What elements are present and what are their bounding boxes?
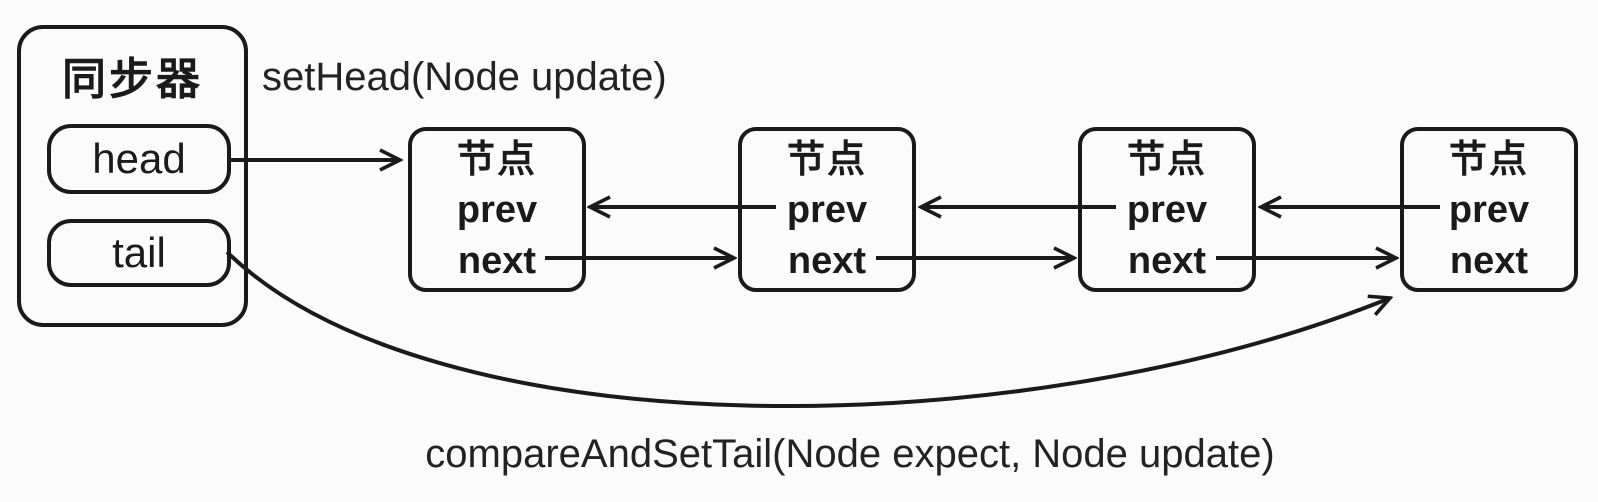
node-4-prev-field: prev (1448, 189, 1530, 231)
tail-pointer-label: tail (112, 229, 166, 276)
node-2-title: 节点 (786, 139, 867, 181)
node-2-prev-field: prev (786, 189, 868, 231)
set-head-annotation: setHead(Node update) (262, 55, 667, 99)
node-4: 节点 prev next (1400, 127, 1578, 292)
node-2: 节点 prev next (738, 127, 916, 292)
node-2-next-field: next (787, 240, 867, 282)
synchronizer-title: 同步器 (62, 55, 203, 104)
synchronizer-box: 同步器 head tail (17, 25, 248, 327)
node-3: 节点 prev next (1078, 127, 1256, 292)
head-pointer-label: head (92, 135, 186, 182)
node-4-title: 节点 (1448, 139, 1529, 181)
node-3-next-field: next (1127, 240, 1207, 282)
node-1-next-field: next (457, 240, 537, 282)
node-1: 节点 prev next (408, 127, 586, 292)
tail-pointer-box: tail (47, 219, 231, 287)
head-pointer-box: head (47, 124, 231, 194)
node-3-prev-field: prev (1126, 189, 1208, 231)
node-1-prev-field: prev (456, 189, 538, 231)
node-1-title: 节点 (456, 139, 537, 181)
compare-and-set-tail-annotation: compareAndSetTail(Node expect, Node upda… (425, 432, 1275, 476)
node-4-next-field: next (1449, 240, 1529, 282)
node-3-title: 节点 (1126, 139, 1207, 181)
